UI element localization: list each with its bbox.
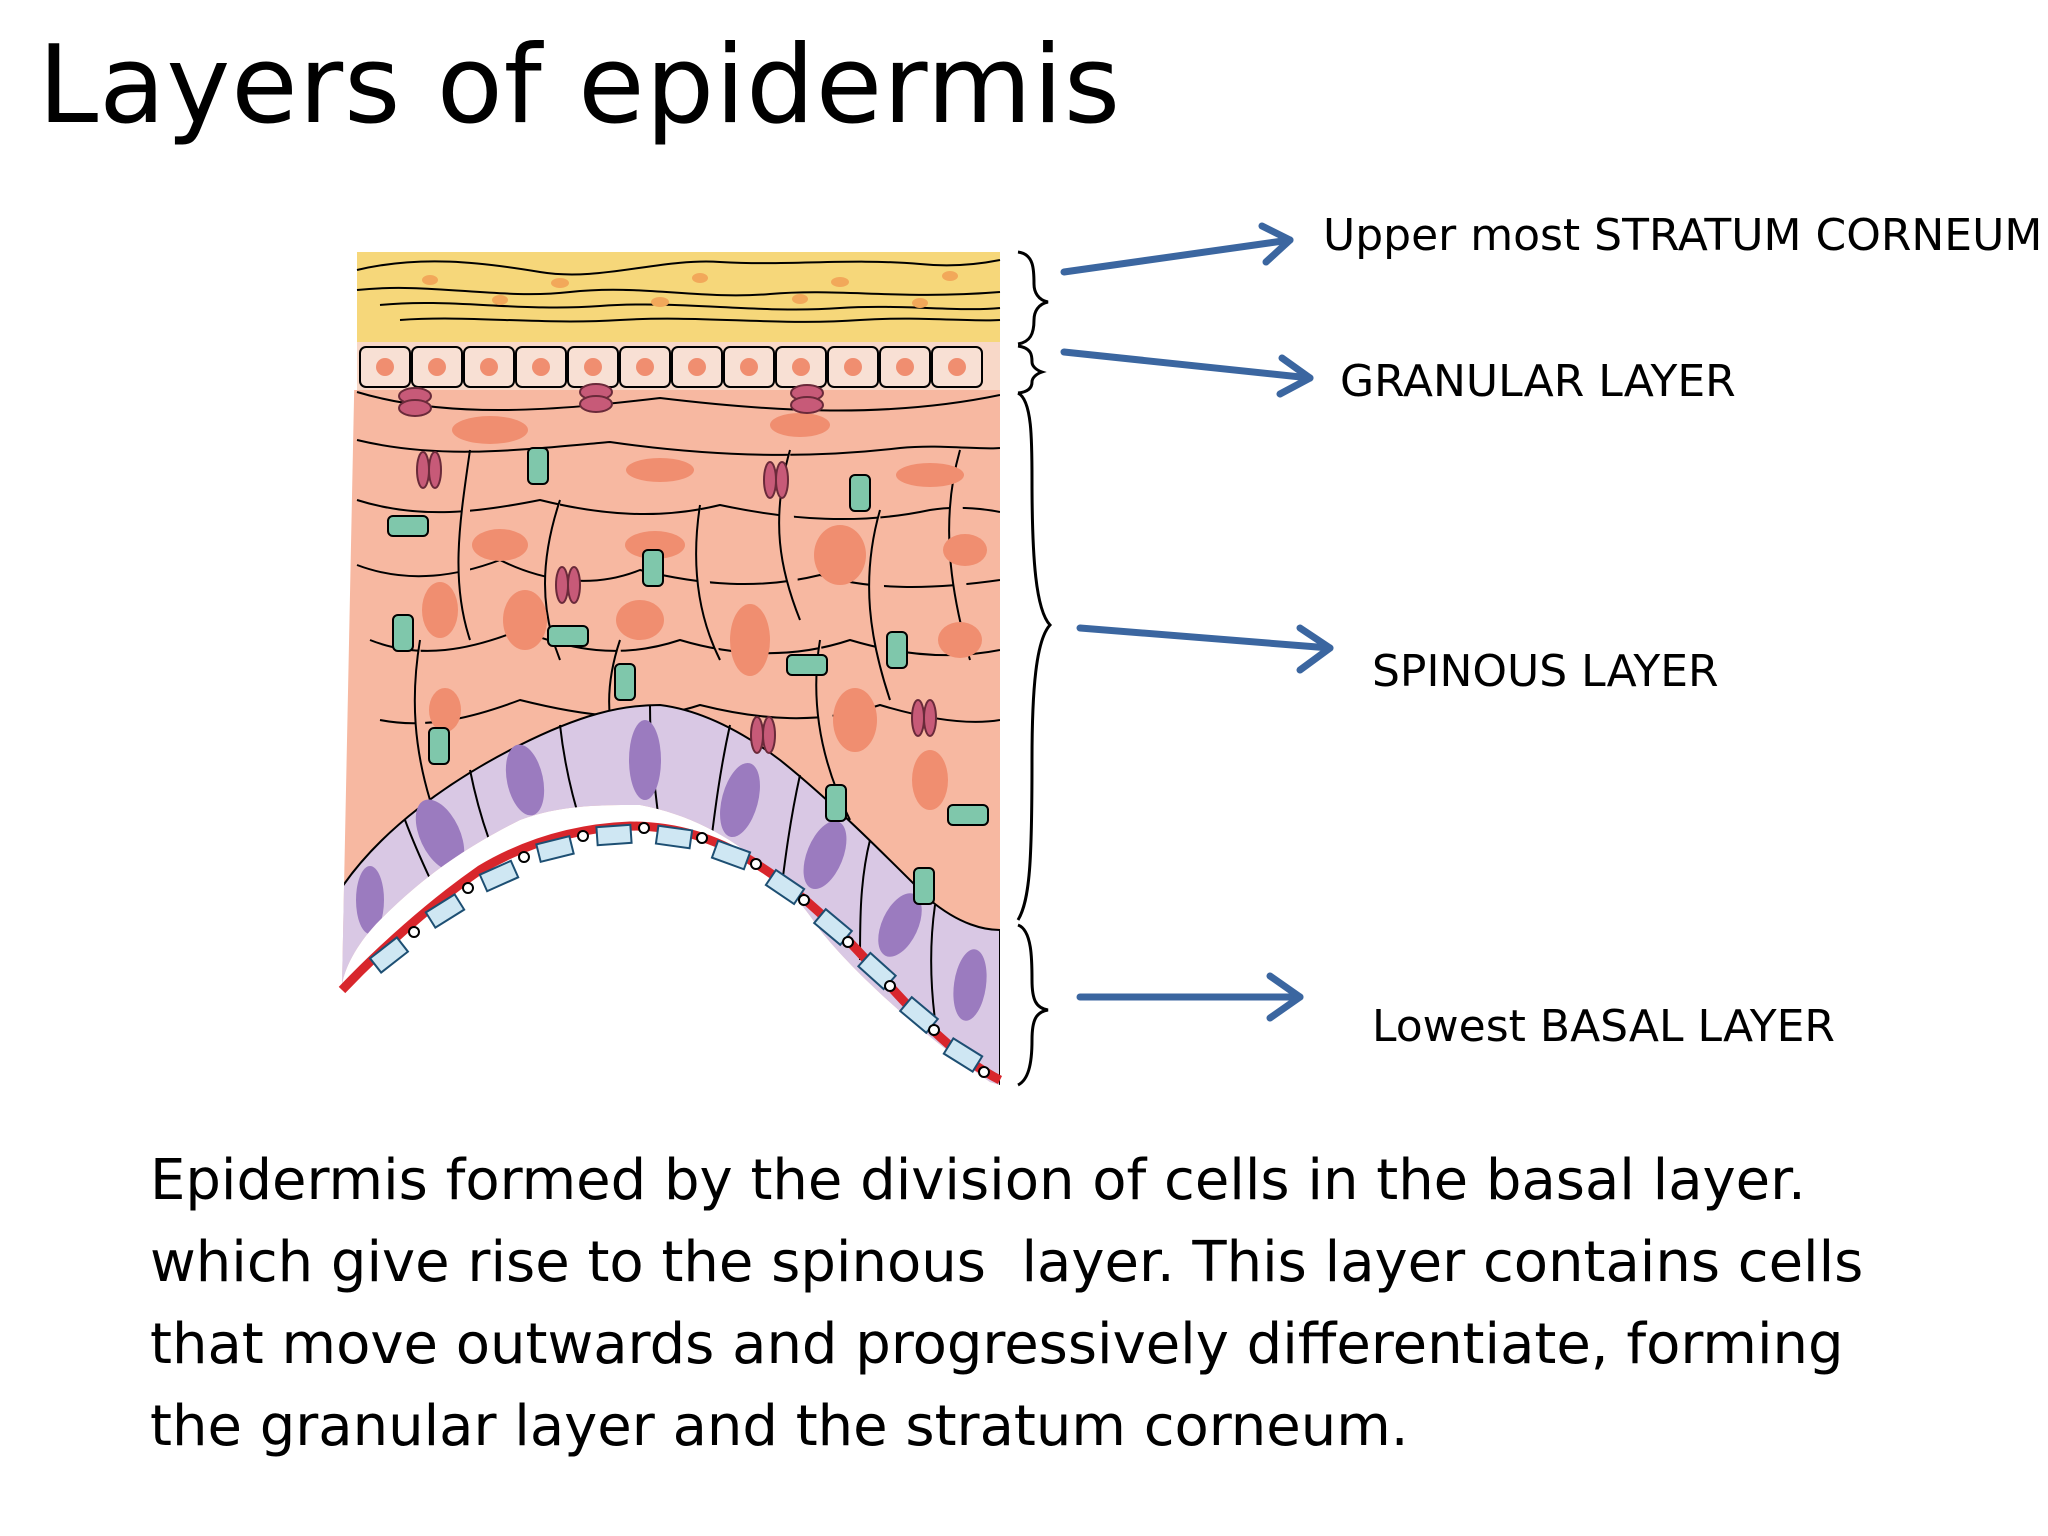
label-stratum-corneum: Upper most STRATUM CORNEUM (1323, 210, 2043, 261)
description-line: the granular layer and the stratum corne… (150, 1394, 1409, 1459)
description-line: Epidermis formed by the division of cell… (150, 1148, 1806, 1213)
arrow-spinous (1076, 624, 1334, 674)
description-paragraph: Epidermis formed by the division of cell… (150, 1140, 1950, 1468)
arrow-stratum-corneum (1060, 222, 1294, 276)
spinous-nuclei (422, 413, 987, 810)
label-granular-layer: GRANULAR LAYER (1340, 356, 1736, 407)
layer-braces (1016, 250, 1053, 1087)
desmosomes (398, 383, 937, 754)
description-line: which give rise to the spinous layer. Th… (150, 1230, 1864, 1295)
stratum-corneum-layer (356, 252, 1001, 342)
lower-tissue (342, 383, 1000, 1085)
basement-membrane (338, 821, 1003, 1085)
granular-layer (357, 342, 1000, 390)
arrow-basal (1076, 972, 1304, 1022)
label-basal-layer: Lowest BASAL LAYER (1372, 1001, 1835, 1052)
layer-arrows (1060, 222, 1334, 1022)
slide-title: Layers of epidermis (38, 23, 1122, 148)
description-line: that move outwards and progressively dif… (150, 1312, 1844, 1377)
label-spinous-layer: SPINOUS LAYER (1372, 646, 1719, 697)
arrow-granular (1060, 348, 1314, 398)
basal-nuclei (356, 720, 987, 1021)
junction-markers (387, 447, 989, 905)
